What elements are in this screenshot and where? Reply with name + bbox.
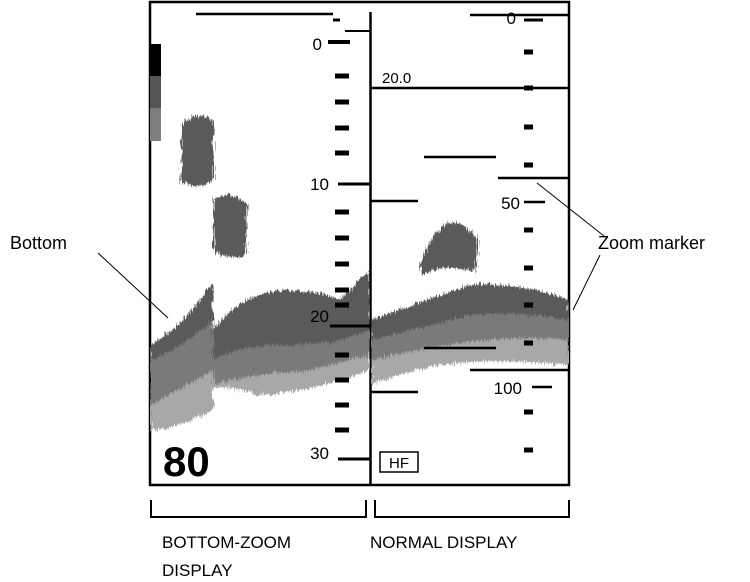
normal-echo [371,222,569,385]
fish-echo [181,116,214,187]
color-bar-level-2 [150,76,161,108]
color-bar [150,44,161,141]
bottom-zoom-bracket [150,500,367,518]
normal-display-bracket [374,500,570,518]
fish-echo [420,222,478,275]
bottom-zoom-panel: 0 10 20 30 80 [148,0,571,487]
bottom-callout-label: Bottom [10,233,67,253]
bottom-zoom-caption-line2: DISPLAY [162,561,233,580]
bottom-zoom-echo [150,116,370,430]
frequency-badge: HF [379,451,419,473]
bottom-zoom-caption-line1: BOTTOM-ZOOM [162,533,291,552]
normal-display-lines [371,13,569,394]
zoom-range-label: 20.0 [382,70,411,87]
fish-echo [213,195,247,258]
display-frame [148,0,571,487]
callouts: Bottom Zoom marker [10,182,705,319]
bottom-echo-strong [150,270,370,400]
normal-depth-scale-ticks [524,18,543,453]
zoom-scale-label-0: 0 [313,35,322,54]
normal-scale-label-100: 100 [494,379,522,398]
frequency-badge-label: HF [389,455,409,472]
zoom-marker-leader-bottom [572,254,601,311]
zoom-depth-labels: 0 10 20 30 [310,35,329,463]
normal-scale-label-50: 50 [501,194,520,213]
bottom-callout-leader [97,252,169,319]
normal-display-caption: NORMAL DISPLAY [370,533,517,552]
zoom-scale-label-20: 20 [310,307,329,326]
normal-scale-label-0: 0 [507,9,516,28]
captions: BOTTOM-ZOOM DISPLAY NORMAL DISPLAY [162,533,517,580]
range-readout: 80 [163,438,210,485]
zoom-marker-callout-label: Zoom marker [598,233,705,253]
zoom-depth-major-ticks [196,12,370,461]
zoom-scale-label-30: 30 [310,444,329,463]
normal-depth-labels: 0 50 100 [494,9,522,398]
bottom-echo-medium [150,320,370,405]
zoom-scale-label-10: 10 [310,175,329,194]
caption-brackets [150,500,570,518]
zoom-marker-leader-top [536,182,605,237]
frequency-badge-box [379,451,419,473]
zoom-depth-scale-ticks [333,18,349,433]
bottom-echo-medium [371,313,569,360]
color-bar-level-3 [150,108,161,141]
normal-display-panel: 0 50 100 20.0 HF [371,9,569,473]
color-bar-level-1 [150,44,161,76]
